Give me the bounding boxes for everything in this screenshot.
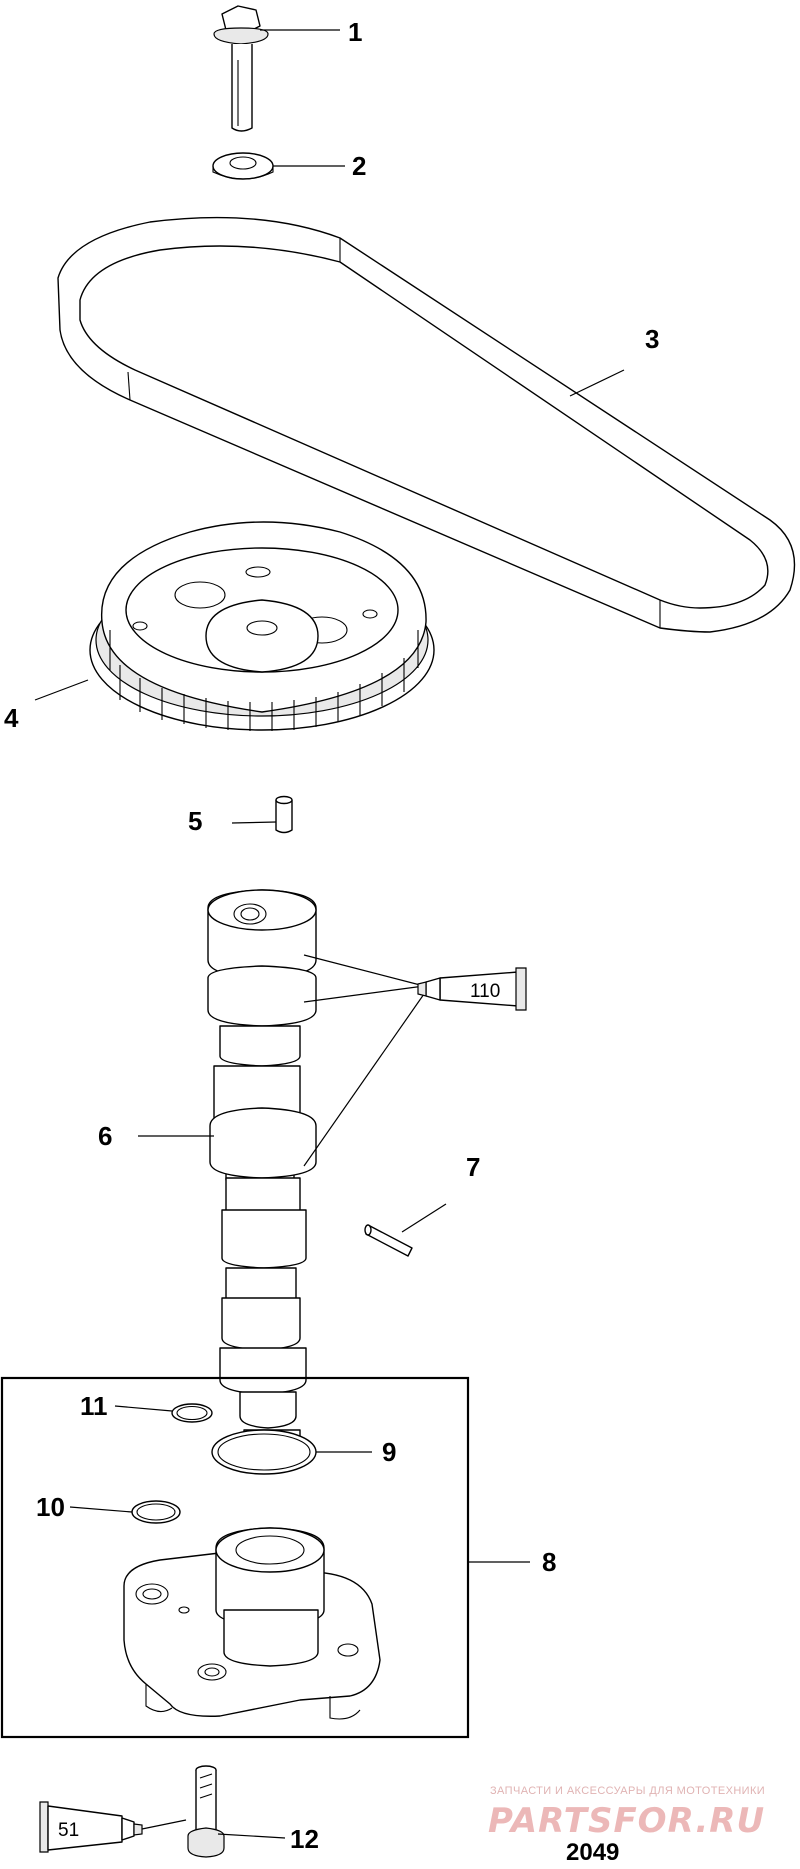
callout-10: 10 <box>36 1492 65 1522</box>
tube-label-110: 110 <box>470 981 500 1002</box>
callout-11: 11 <box>80 1391 108 1421</box>
timing-belt-part <box>57 216 796 633</box>
bolt-part <box>213 5 269 132</box>
pump-kit-box <box>0 1376 470 1739</box>
leader-7 <box>401 1203 447 1233</box>
callout-2: 2 <box>352 151 366 181</box>
washer-part <box>212 152 274 180</box>
sealant-tube-110: 110 <box>417 967 527 1011</box>
leader-11 <box>114 1405 173 1412</box>
callout-4: 4 <box>4 703 19 733</box>
leader-4 <box>34 679 89 701</box>
oring-11-part <box>171 1403 213 1423</box>
callout-8: 8 <box>542 1547 556 1577</box>
leader-51 <box>141 1819 187 1830</box>
callout-1: 1 <box>348 17 362 47</box>
leader-5 <box>231 821 277 824</box>
callout-12: 12 <box>290 1824 319 1854</box>
pin-part <box>364 1224 413 1257</box>
grease-leaders <box>303 954 425 1167</box>
oring-9-part <box>211 1429 317 1475</box>
watermark-tagline: ЗАПЧАСТИ И АКСЕССУАРЫ ДЛЯ МОТОТЕХНИКИ <box>490 1785 765 1797</box>
watermark: ЗАПЧАСТИ И АКСЕССУАРЫ ДЛЯ МОТОТЕХНИКИ PA… <box>488 1785 765 1841</box>
sprocket-part <box>89 521 435 731</box>
leader-10 <box>69 1506 133 1513</box>
oring-10-part <box>131 1500 181 1524</box>
figure-number: 2049 <box>566 1839 619 1866</box>
leader-12 <box>217 1833 286 1839</box>
oil-pump-part <box>123 1527 381 1720</box>
pump-bolt-part <box>187 1765 225 1858</box>
callout-7: 7 <box>466 1152 480 1182</box>
camshaft-part <box>207 889 317 1467</box>
tube-label-51: 51 <box>58 1820 79 1841</box>
callout-3: 3 <box>645 324 659 354</box>
callout-5: 5 <box>188 806 202 836</box>
callout-9: 9 <box>382 1437 396 1467</box>
sealant-tube-51: 51 <box>39 1801 143 1853</box>
callout-6: 6 <box>98 1121 112 1151</box>
leader-3 <box>569 369 625 397</box>
dowel-pin-part <box>275 795 293 834</box>
watermark-brand: PARTSFOR.RU <box>488 1801 765 1841</box>
